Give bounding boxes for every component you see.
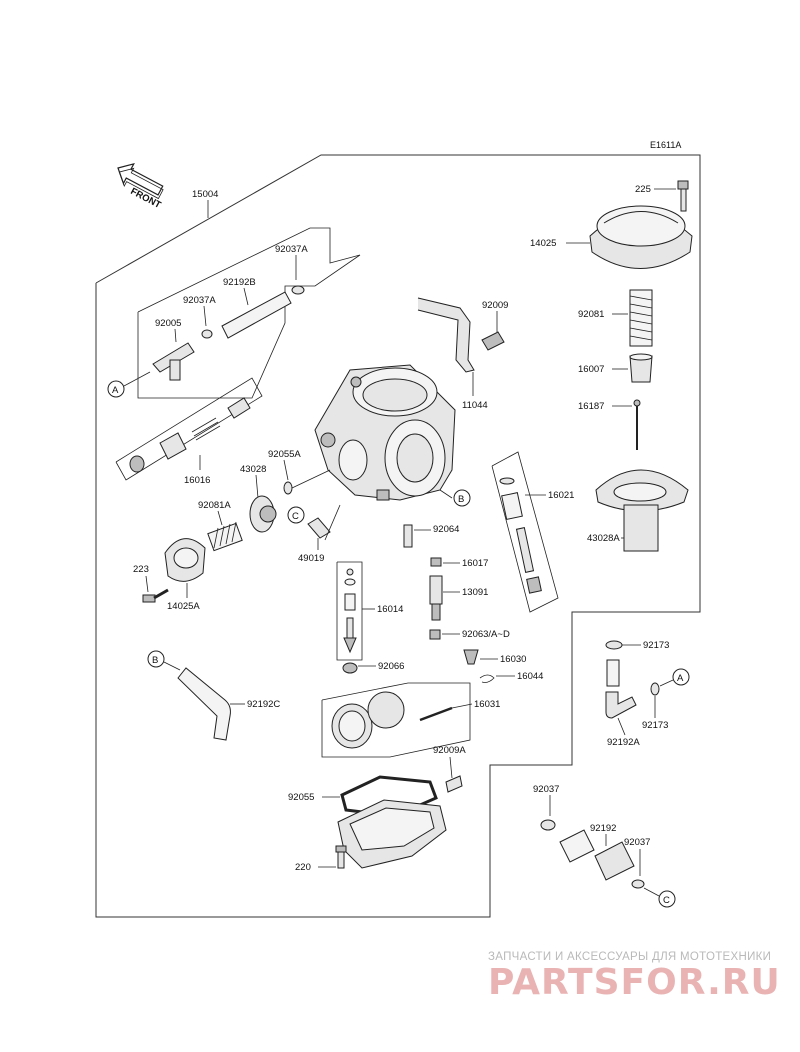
fitting-92005 bbox=[152, 342, 195, 381]
label-92192A: 92192A bbox=[607, 737, 640, 748]
label-16007: 16007 bbox=[578, 364, 604, 375]
label-92009: 92009 bbox=[482, 300, 508, 311]
screw-92064 bbox=[403, 524, 413, 548]
label-92055: 92055 bbox=[288, 792, 314, 803]
label-16187: 16187 bbox=[578, 401, 604, 412]
jet-needle-16021 bbox=[499, 477, 542, 594]
label-92037A-top: 92037A bbox=[275, 244, 308, 255]
label-43028A: 43028A bbox=[587, 533, 620, 544]
callout-a-1-label: A bbox=[112, 385, 119, 396]
callout-c-2-label: C bbox=[663, 895, 670, 906]
label-15004: 15004 bbox=[192, 189, 218, 200]
valve-16030 bbox=[463, 649, 479, 665]
hose-92192B bbox=[221, 291, 292, 339]
callout-c-1-label: C bbox=[292, 511, 299, 522]
fitting-49019 bbox=[307, 517, 331, 539]
label-14025: 14025 bbox=[530, 238, 556, 249]
cover-14025A bbox=[164, 538, 206, 582]
label-92037-a: 92037 bbox=[533, 784, 559, 795]
label-92066: 92066 bbox=[378, 661, 404, 672]
float-bowl bbox=[337, 799, 447, 869]
cap-92066 bbox=[342, 662, 358, 674]
drain-screw-92009A bbox=[445, 775, 463, 793]
watermark-logo: PARTSFOR.RU bbox=[488, 962, 781, 1003]
label-11044: 11044 bbox=[462, 400, 488, 411]
jet-set-16014 bbox=[343, 568, 357, 654]
callout-b-2 bbox=[147, 650, 165, 668]
label-92173-b: 92173 bbox=[642, 720, 668, 731]
label-92063: 92063/A~D bbox=[462, 629, 510, 640]
label-92009A: 92009A bbox=[433, 745, 466, 756]
label-92037A-2: 92037A bbox=[183, 295, 216, 306]
callout-b-2-label: B bbox=[152, 655, 158, 666]
top-cover-14025 bbox=[589, 205, 693, 269]
tube-13091 bbox=[429, 575, 443, 621]
label-14025A: 14025A bbox=[167, 601, 200, 612]
label-92192C: 92192C bbox=[247, 699, 280, 710]
spring-92081A bbox=[207, 521, 243, 552]
callout-a-1 bbox=[107, 380, 125, 398]
diagram-code: E1611A bbox=[650, 140, 681, 150]
bracket-11044 bbox=[417, 297, 505, 373]
label-92055A: 92055A bbox=[268, 449, 301, 460]
label-16044: 16044 bbox=[517, 671, 543, 682]
label-16014: 16014 bbox=[377, 604, 403, 615]
callout-c-1 bbox=[287, 506, 305, 524]
label-92173-a: 92173 bbox=[643, 640, 669, 651]
label-92037-b: 92037 bbox=[624, 837, 650, 848]
label-16017: 16017 bbox=[462, 558, 488, 569]
label-16016: 16016 bbox=[184, 475, 210, 486]
gasket-92055 bbox=[340, 775, 438, 818]
label-92081A: 92081A bbox=[198, 500, 231, 511]
label-16030: 16030 bbox=[500, 654, 526, 665]
label-92064: 92064 bbox=[433, 524, 459, 535]
callout-a-2 bbox=[672, 668, 690, 686]
carburetor-body bbox=[314, 364, 456, 501]
assembly-frame bbox=[95, 154, 701, 918]
diaphragm-43028 bbox=[249, 495, 277, 533]
callout-a-2-label: A bbox=[677, 673, 684, 684]
jet-92063 bbox=[429, 629, 441, 640]
label-92081: 92081 bbox=[578, 309, 604, 320]
jet-16017 bbox=[430, 557, 442, 567]
label-43028: 43028 bbox=[240, 464, 266, 475]
callout-b-1-label: B bbox=[458, 494, 464, 505]
screw-225 bbox=[677, 180, 689, 212]
watermark-tagline: ЗАПЧАСТИ И АКСЕССУАРЫ ДЛЯ МОТОТЕХНИКИ bbox=[488, 951, 772, 963]
hose-92192C bbox=[177, 667, 231, 741]
callout-c-2 bbox=[658, 890, 676, 908]
label-92005: 92005 bbox=[155, 318, 181, 329]
hose-92192 bbox=[559, 829, 635, 881]
front-arrow-icon bbox=[117, 162, 164, 200]
label-220: 220 bbox=[295, 862, 311, 873]
needle-16187 bbox=[633, 399, 641, 450]
label-49019: 49019 bbox=[298, 553, 324, 564]
hose-92192A bbox=[605, 659, 637, 719]
label-92192: 92192 bbox=[590, 823, 616, 834]
pilot-screw-16016 bbox=[129, 397, 251, 473]
spring-92081 bbox=[629, 289, 653, 347]
float-16031 bbox=[331, 691, 453, 749]
screw-223 bbox=[142, 588, 169, 603]
label-225: 225 bbox=[635, 184, 651, 195]
label-13091: 13091 bbox=[462, 587, 488, 598]
label-223: 223 bbox=[133, 564, 149, 575]
holder-16007 bbox=[629, 353, 653, 383]
callout-b-1 bbox=[453, 489, 471, 507]
clip-16044 bbox=[479, 674, 495, 683]
diaphragm-43028A bbox=[595, 469, 689, 552]
screw-220 bbox=[335, 845, 347, 869]
label-16021: 16021 bbox=[548, 490, 574, 501]
label-16031: 16031 bbox=[474, 699, 500, 710]
label-92192B: 92192B bbox=[223, 277, 256, 288]
